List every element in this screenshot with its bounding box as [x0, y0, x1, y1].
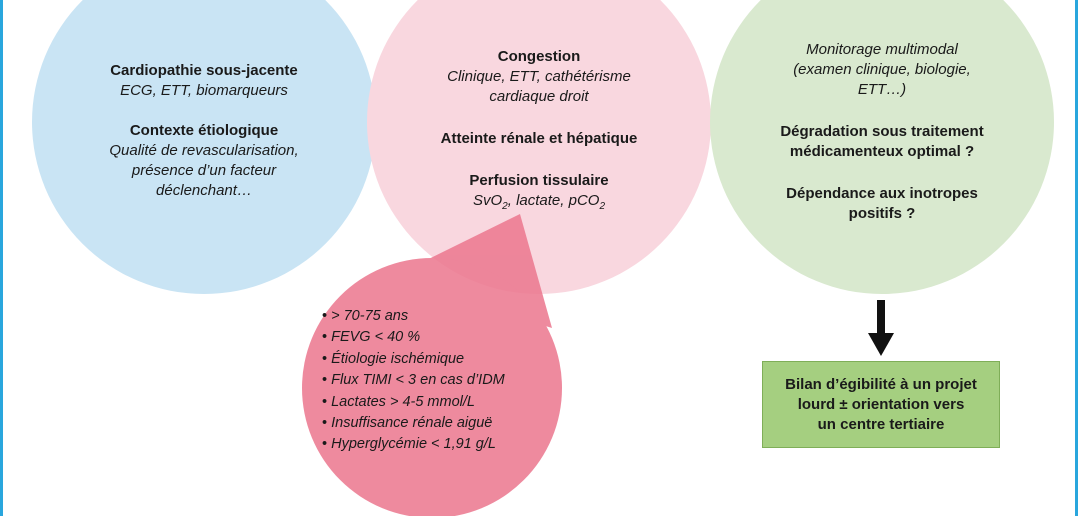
- risk-factor-item: Étiologie ischémique: [322, 349, 562, 370]
- risk-factor-item: Lactates > 4-5 mmol/L: [322, 392, 562, 413]
- result-box: Bilan d’égibilité à un projet lourd ± or…: [762, 361, 1000, 448]
- right-text-1-line-1: Monitorage multimodal: [806, 41, 958, 58]
- left-heading-2: Contexte étiologique: [129, 122, 279, 139]
- center-heading-1: Congestion: [497, 48, 581, 65]
- right-text-1-line-2: (examen clinique, biologie,: [793, 61, 971, 78]
- risk-factor-item: FEVG < 40 %: [322, 327, 562, 348]
- risk-factor-item: > 70-75 ans: [322, 306, 562, 327]
- center-text-1-line-2: cardiaque droit: [489, 88, 589, 105]
- center-heading-3: Perfusion tissulaire: [469, 172, 609, 189]
- result-line-2: lourd ± orientation vers: [797, 395, 965, 413]
- result-line-1: Bilan d’égibilité à un projet: [785, 375, 977, 393]
- center-text-3: SvO2, lactate, pCO2: [472, 192, 606, 212]
- center-circle: [367, 0, 711, 294]
- result-line-3: un centre tertiaire: [817, 415, 945, 433]
- right-heading-2-line-2: positifs ?: [848, 205, 916, 222]
- left-text-2-line-1: Qualité de revascularisation,: [109, 142, 299, 159]
- right-heading-2-line-1: Dépendance aux inotropes: [786, 185, 978, 202]
- left-heading-1: Cardiopathie sous-jacente: [110, 62, 298, 79]
- left-text-2-line-3: déclenchant…: [156, 182, 252, 199]
- right-text-1-line-3: ETT…): [857, 81, 907, 98]
- right-heading-1-line-1: Dégradation sous traitement: [780, 123, 984, 140]
- right-heading-1-line-2: médicamenteux optimal ?: [789, 143, 975, 160]
- right-circle: [710, 0, 1054, 294]
- center-text-1-line-1: Clinique, ETT, cathétérisme: [447, 68, 631, 85]
- risk-factor-item: Flux TIMI < 3 en cas d’IDM: [322, 370, 562, 391]
- left-text-1: ECG, ETT, biomarqueurs: [120, 82, 288, 99]
- down-arrow: [868, 300, 894, 356]
- left-text-2-line-2: présence d’un facteur: [131, 162, 277, 179]
- risk-factor-item: Hyperglycémie < 1,91 g/L: [322, 434, 562, 455]
- right-circle-text: Monitorage multimodal (examen clinique, …: [742, 40, 1022, 224]
- center-circle-text: Congestion Clinique, ETT, cathétérisme c…: [399, 47, 679, 217]
- left-circle: [32, 0, 376, 294]
- center-heading-2: Atteinte rénale et hépatique: [440, 130, 638, 147]
- risk-factor-item: Insuffisance rénale aiguë: [322, 413, 562, 434]
- risk-factor-list: > 70-75 ans FEVG < 40 % Étiologie ischém…: [322, 306, 562, 456]
- left-circle-text: Cardiopathie sous-jacente ECG, ETT, biom…: [64, 61, 344, 201]
